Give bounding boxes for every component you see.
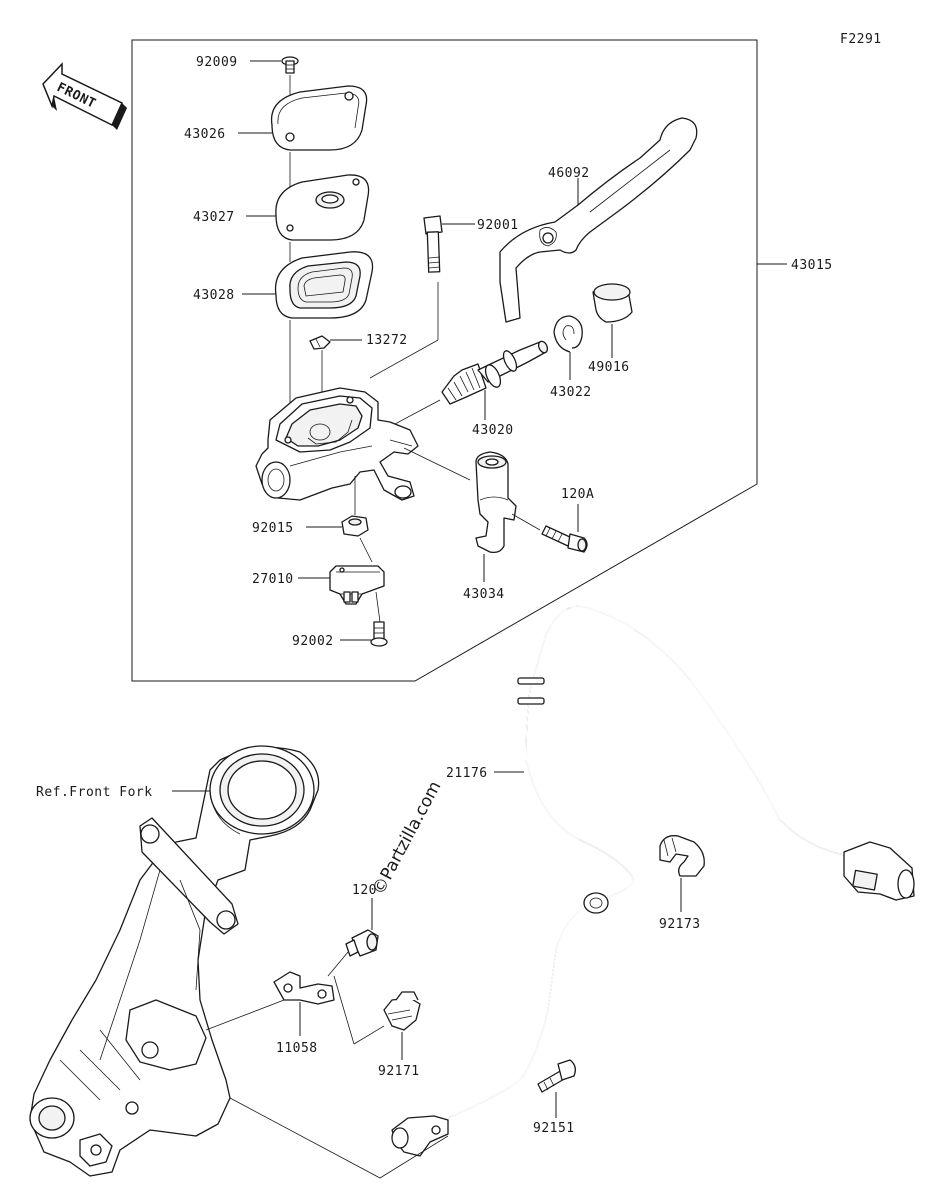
diaphragm-43028 bbox=[274, 251, 374, 319]
label-ref-front-fork: Ref.Front Fork bbox=[36, 785, 153, 800]
bolt-120 bbox=[345, 929, 379, 957]
piston-assembly-43020 bbox=[441, 340, 549, 405]
label-92171: 92171 bbox=[378, 1064, 420, 1079]
label-43034: 43034 bbox=[463, 587, 505, 602]
label-92173: 92173 bbox=[659, 917, 701, 932]
label-11058: 11058 bbox=[276, 1041, 318, 1056]
front-fork-reference bbox=[29, 745, 320, 1177]
watermark: ©Partzilla.com bbox=[369, 778, 446, 898]
clip-92171 bbox=[383, 991, 421, 1031]
bolt-92151 bbox=[537, 1059, 576, 1093]
switch-cable-21176 bbox=[391, 605, 915, 1157]
reservoir-cap-43026 bbox=[270, 85, 368, 151]
label-43028: 43028 bbox=[193, 288, 235, 303]
label-43022: 43022 bbox=[550, 385, 592, 400]
clip-13272 bbox=[309, 335, 331, 350]
bolt-120A bbox=[541, 525, 588, 553]
label-43027: 43027 bbox=[193, 210, 235, 225]
label-43020: 43020 bbox=[472, 423, 514, 438]
label-43015: 43015 bbox=[791, 258, 833, 273]
clamp-43034 bbox=[475, 451, 517, 554]
figure-code: F2291 bbox=[840, 32, 882, 47]
label-120: 120 bbox=[352, 883, 377, 898]
label-27010: 27010 bbox=[252, 572, 294, 587]
label-92015: 92015 bbox=[252, 521, 294, 536]
front-direction-arrow: FRONT bbox=[42, 62, 127, 130]
bolt-92001 bbox=[423, 215, 443, 273]
label-92002: 92002 bbox=[292, 634, 334, 649]
circlip-43022 bbox=[553, 315, 583, 353]
bracket-11058 bbox=[273, 971, 335, 1005]
nut-92015 bbox=[341, 515, 369, 537]
boot-49016 bbox=[592, 283, 633, 323]
label-92001: 92001 bbox=[477, 218, 519, 233]
diaphragm-plate-43027 bbox=[275, 174, 370, 241]
master-cylinder-body bbox=[255, 387, 419, 501]
label-21176: 21176 bbox=[446, 766, 488, 781]
label-92151: 92151 bbox=[533, 1121, 575, 1136]
label-46092: 46092 bbox=[548, 166, 590, 181]
switch-27010 bbox=[329, 565, 385, 605]
label-49016: 49016 bbox=[588, 360, 630, 375]
label-13272: 13272 bbox=[366, 333, 408, 348]
screw-92002 bbox=[370, 621, 388, 647]
cable-clamp-92173 bbox=[659, 835, 705, 877]
label-120A: 120A bbox=[561, 487, 594, 502]
label-43026: 43026 bbox=[184, 127, 226, 142]
brake-lever-46092 bbox=[499, 117, 698, 323]
screw-92009 bbox=[281, 56, 299, 74]
assembly-frame-43015 bbox=[131, 39, 758, 682]
label-92009: 92009 bbox=[196, 55, 238, 70]
